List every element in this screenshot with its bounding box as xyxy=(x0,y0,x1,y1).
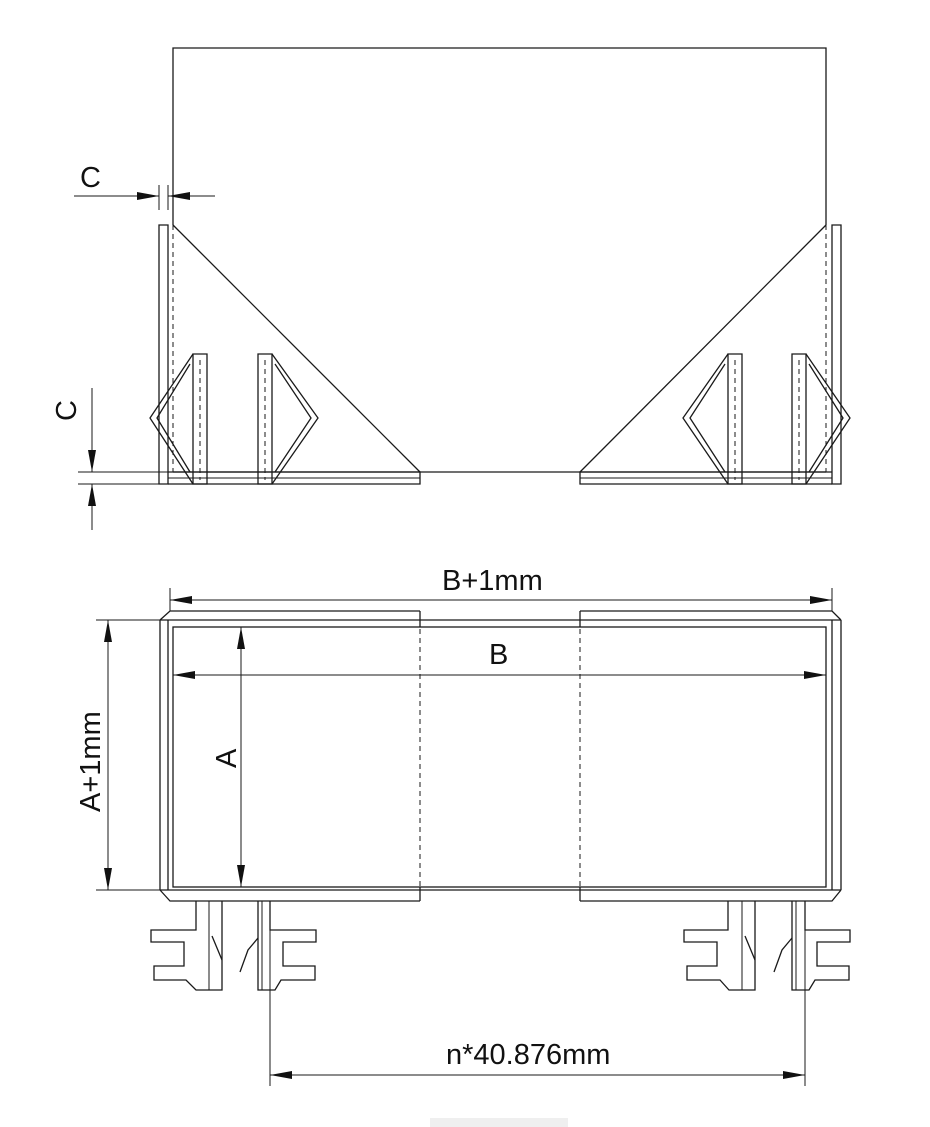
left-bracket xyxy=(149,224,421,485)
dim-c-top xyxy=(74,185,215,210)
dim-inner-width-label: B xyxy=(489,639,508,671)
dim-outer-width xyxy=(169,588,833,611)
dim-inner-width xyxy=(173,671,826,679)
dim-outer-height-label: A+1mm xyxy=(75,711,107,812)
dim-outer-width-label: B+1mm xyxy=(442,565,543,597)
dim-c-left xyxy=(78,388,173,530)
side-view: C C xyxy=(51,47,851,530)
dim-inner-height xyxy=(237,627,245,887)
dim-c-left-label: C xyxy=(51,400,83,421)
inner-box xyxy=(172,626,827,888)
dim-pitch xyxy=(269,901,806,1086)
right-bracket xyxy=(579,224,851,485)
box-outline xyxy=(172,47,827,225)
left-clip-feet xyxy=(150,901,317,991)
top-view: B+1mm B A A+1mm xyxy=(75,565,851,1086)
dim-outer-height xyxy=(96,619,160,891)
dim-inner-height-label: A xyxy=(211,748,243,768)
bottom-grey-patch xyxy=(430,1118,568,1127)
dim-c-top-label: C xyxy=(80,162,101,194)
right-clip-feet xyxy=(683,901,851,991)
dim-pitch-label: n*40.876mm xyxy=(446,1039,610,1071)
